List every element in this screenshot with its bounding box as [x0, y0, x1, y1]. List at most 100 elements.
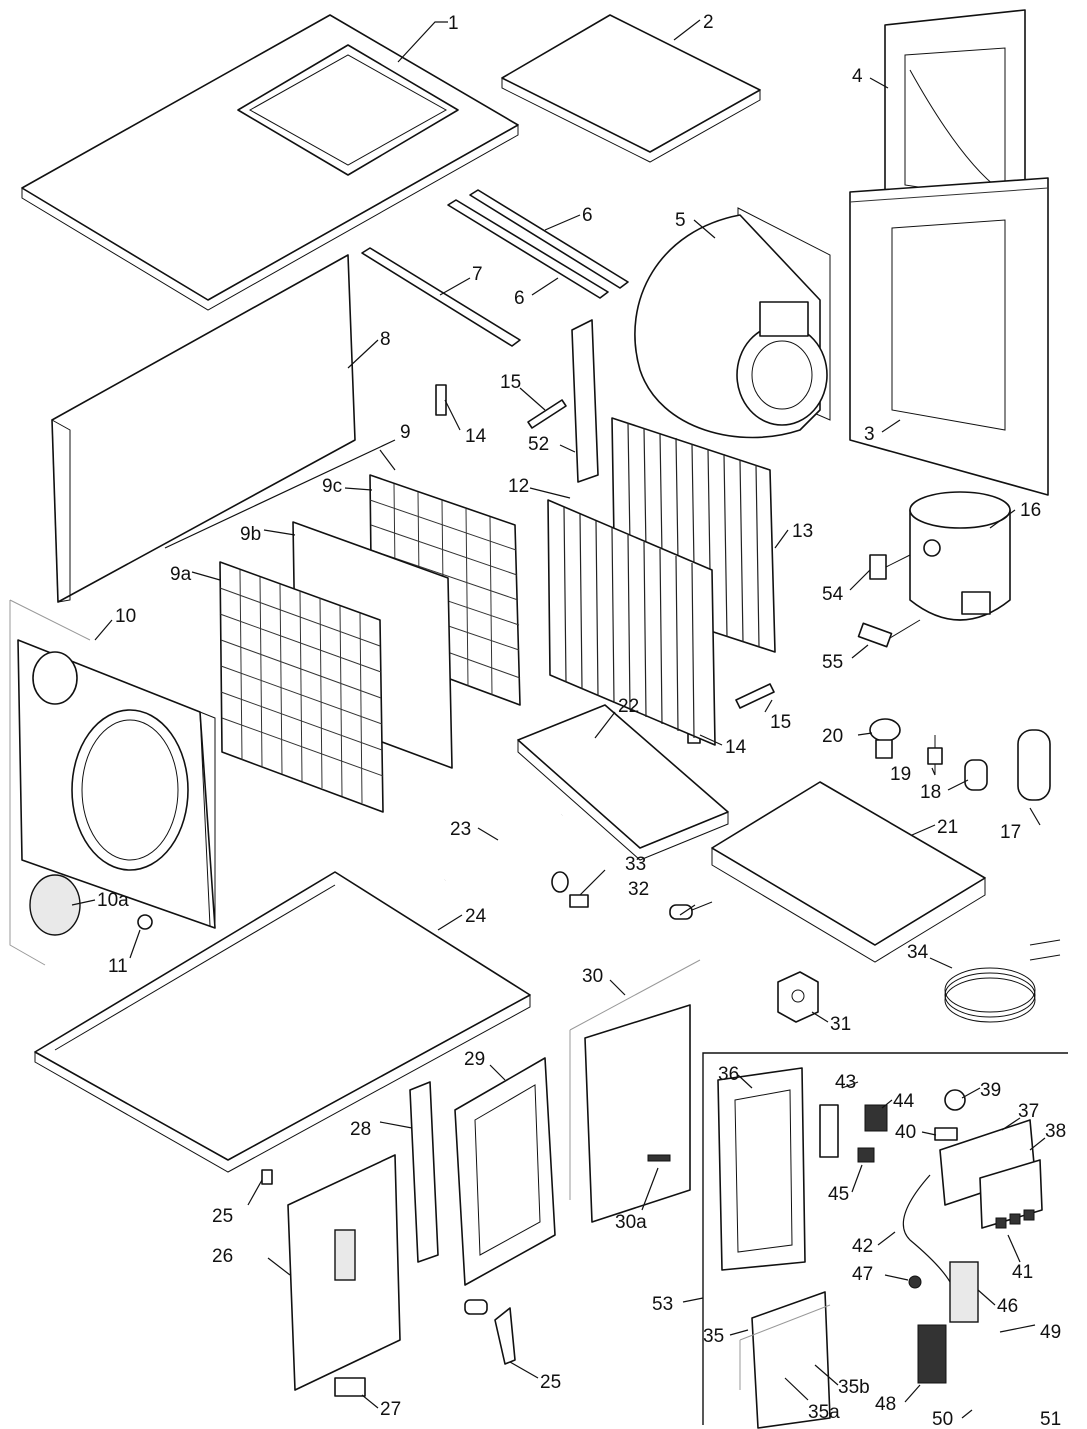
callout-11: 11: [108, 956, 128, 977]
callout-51: 51: [1040, 1409, 1061, 1429]
callout-49: 49: [1040, 1322, 1061, 1343]
bottom-base-panel: [34, 871, 531, 1173]
actuator-39: [944, 1089, 966, 1111]
callout-27: 27: [380, 1399, 401, 1420]
cover-plug-10a: [29, 874, 81, 936]
callouts: 1 2 3 4 5 6 6 7 8 9 9a 9b 9c 10 10a 11: [9, 12, 1066, 1429]
callout-44: 44: [893, 1091, 915, 1112]
callout-36: 36: [718, 1064, 739, 1085]
callout-30: 30: [582, 966, 603, 987]
callout-41: 41: [1012, 1262, 1033, 1283]
receiver-17: [1017, 729, 1051, 801]
callout-2: 2: [703, 12, 714, 33]
callout-22: 22: [618, 696, 639, 717]
bracket-14-upper: [435, 384, 447, 416]
callout-39: 39: [980, 1080, 1001, 1101]
top-access-panel: [501, 14, 761, 163]
callout-15b: 15: [770, 712, 791, 733]
callout-33: 33: [625, 854, 646, 875]
callout-9b: 9b: [240, 524, 261, 545]
callout-47: 47: [852, 1264, 873, 1285]
callout-14a: 14: [465, 426, 487, 447]
callout-35b: 35b: [838, 1377, 870, 1398]
callout-7: 7: [472, 264, 483, 285]
callout-28: 28: [350, 1119, 371, 1140]
callout-6b: 6: [514, 288, 525, 309]
callout-37: 37: [1018, 1101, 1039, 1122]
callout-25a: 25: [212, 1206, 233, 1227]
callout-35: 35: [703, 1326, 724, 1347]
callout-48: 48: [875, 1394, 896, 1415]
access-panel-30: [584, 1004, 691, 1223]
callout-31: 31: [830, 1014, 851, 1035]
latch-25-upper: [261, 1169, 273, 1185]
callout-45: 45: [828, 1184, 849, 1205]
sight-glass-19: [927, 735, 943, 775]
frame-29: [454, 1057, 556, 1286]
clip-15-lower: [735, 683, 775, 709]
service-valve-55: [857, 619, 921, 648]
callout-32: 32: [628, 879, 649, 900]
front-cover-35: [751, 1291, 831, 1429]
service-door-26: [287, 1154, 401, 1391]
callout-12: 12: [508, 476, 529, 497]
vertical-bracket-52: [571, 319, 599, 483]
callout-3: 3: [864, 424, 875, 445]
terminals-48: [917, 1324, 947, 1384]
service-valve-54: [869, 554, 911, 580]
side-panel: [51, 254, 356, 603]
mount-43: [819, 1104, 839, 1158]
callout-21: 21: [937, 817, 958, 838]
callout-38: 38: [1045, 1121, 1066, 1142]
callout-25b: 25: [540, 1372, 561, 1393]
electrical-box-31: [777, 971, 819, 1023]
callout-6a: 6: [582, 205, 593, 226]
filter-drier-18: [964, 759, 988, 791]
board-46: [949, 1261, 979, 1323]
support-rails: [361, 189, 629, 347]
electrical-kit-frame: [702, 1052, 1068, 1425]
control-panel-36: [717, 1067, 806, 1271]
callout-10a: 10a: [97, 890, 129, 911]
fan-mounting-frame: [849, 177, 1049, 496]
condenser-coil-12: [547, 499, 716, 746]
callout-9a: 9a: [170, 564, 192, 585]
callout-50: 50: [932, 1409, 953, 1429]
blower-fan: [634, 207, 831, 439]
callout-15a: 15: [500, 372, 521, 393]
sensor-33: [551, 871, 589, 908]
callout-40: 40: [895, 1122, 916, 1143]
callout-13: 13: [792, 521, 813, 542]
drain-pan: [517, 704, 729, 861]
top-cover-panel: [21, 14, 519, 311]
switches-41: [995, 1209, 1035, 1229]
callout-54: 54: [822, 584, 844, 605]
sensor-47: [908, 1275, 922, 1289]
tubing-coil-34: [944, 939, 1061, 1023]
callout-10: 10: [115, 606, 136, 627]
grommet-11: [137, 914, 153, 930]
handle-25-lower: [464, 1299, 516, 1365]
callout-55: 55: [822, 652, 843, 673]
callout-16: 16: [1020, 500, 1041, 521]
part-49-line: [999, 1324, 1036, 1333]
sensor-32: [669, 901, 713, 920]
hinge-27: [334, 1377, 366, 1397]
relay-44: [864, 1104, 888, 1132]
callout-8: 8: [380, 329, 391, 350]
callout-19: 19: [890, 764, 911, 785]
vertical-bracket-28: [409, 1081, 439, 1263]
callout-26: 26: [212, 1246, 233, 1267]
callout-5: 5: [675, 210, 686, 231]
callout-46: 46: [997, 1296, 1018, 1317]
component-40: [934, 1127, 958, 1141]
callout-4: 4: [852, 66, 863, 87]
module-45: [857, 1147, 875, 1163]
compressor: [909, 491, 1011, 621]
callout-35a: 35a: [808, 1402, 840, 1423]
callout-20: 20: [822, 726, 843, 747]
callout-17: 17: [1000, 822, 1021, 843]
expansion-valve-20: [869, 718, 901, 759]
base-tray: [711, 781, 986, 963]
callout-34: 34: [907, 942, 929, 963]
